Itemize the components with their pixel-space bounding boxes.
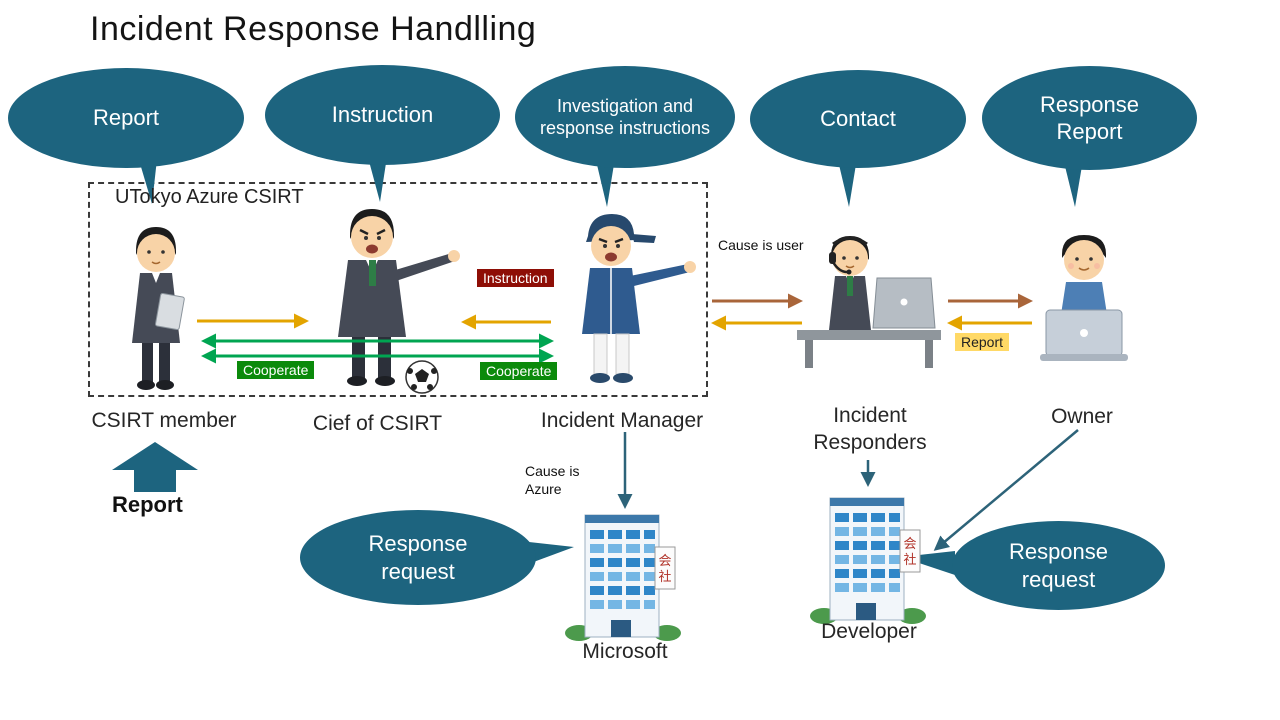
- head: [137, 234, 175, 272]
- suit: [338, 260, 406, 337]
- owner-body: [1040, 235, 1128, 361]
- report-up-block-arrow: [112, 442, 198, 492]
- soccer-ball-icon: [405, 360, 439, 394]
- head: [1064, 240, 1104, 280]
- csirt-member-label: CSIRT member: [91, 409, 237, 432]
- tie: [369, 260, 376, 286]
- hair: [1062, 235, 1106, 258]
- developer-building: [809, 497, 927, 625]
- owner-figure: [1040, 235, 1128, 361]
- instruction-tag: Instruction: [477, 269, 554, 287]
- contact-bubble: Contact: [750, 70, 966, 168]
- head: [591, 226, 631, 266]
- response-report-bubble: Response Report: [982, 66, 1197, 170]
- microsoft-label: Microsoft: [582, 640, 668, 663]
- incident-manager-body: [582, 214, 696, 383]
- response-request-dev-bubble: Response request: [952, 521, 1165, 610]
- chief-body: [338, 209, 460, 394]
- pointing-arm: [392, 253, 455, 281]
- tablet-icon: [155, 292, 185, 331]
- report-bubble-text: Report: [92, 105, 160, 131]
- response-report-bubble-text: Response Report: [1039, 91, 1140, 145]
- investigation-bubble: Investigation and response instructions: [515, 66, 735, 168]
- head: [351, 216, 393, 258]
- response-request-dev-text: Response request: [1008, 539, 1109, 592]
- headset-icon: [832, 236, 868, 246]
- desk: [797, 330, 941, 340]
- suit: [829, 276, 871, 330]
- incident-manager-figure: [582, 214, 696, 383]
- report-up-label: Report: [112, 492, 183, 517]
- microsoft-building: [564, 514, 682, 642]
- page-title: Incident Response Handlling: [90, 10, 537, 48]
- csirt-group-label: UTokyo Azure CSIRT: [115, 186, 304, 208]
- incident-responder-body: [797, 236, 941, 368]
- cause-is-user-note: Cause is user: [718, 237, 804, 253]
- contact-bubble-text: Contact: [820, 106, 896, 132]
- hair: [831, 236, 869, 260]
- owner-label: Owner: [1051, 405, 1113, 428]
- cooperate-tag-right: Cooperate: [480, 362, 558, 380]
- instruction-bubble-text: Instruction: [331, 102, 434, 128]
- pointing-arm: [630, 264, 690, 286]
- report-bubble: Report: [8, 68, 244, 168]
- head: [832, 240, 868, 276]
- developer-label: Developer: [821, 620, 917, 643]
- chief-figure: [338, 209, 460, 394]
- investigation-bubble-text: Investigation and response instructions: [539, 95, 711, 139]
- instruction-bubble: Instruction: [265, 65, 500, 165]
- chief-label: Cief of CSIRT: [312, 412, 443, 435]
- csirt-group-box: [88, 182, 708, 397]
- response-request-ms-text: Response request: [368, 531, 468, 584]
- hair: [350, 209, 394, 239]
- csirt-member-figure: [132, 227, 185, 390]
- response-request-ms-bubble: Response request: [300, 510, 536, 605]
- incident-responders-label: Incident Responders: [813, 404, 927, 455]
- incident-manager-label: Incident Manager: [540, 409, 704, 432]
- incident-responder-figure: [797, 236, 941, 368]
- csirt-member-body: [132, 227, 185, 390]
- cause-is-azure-note: Cause is Azure: [525, 463, 580, 498]
- cooperate-tag-left: Cooperate: [237, 361, 315, 379]
- report-tag: Report: [955, 333, 1010, 351]
